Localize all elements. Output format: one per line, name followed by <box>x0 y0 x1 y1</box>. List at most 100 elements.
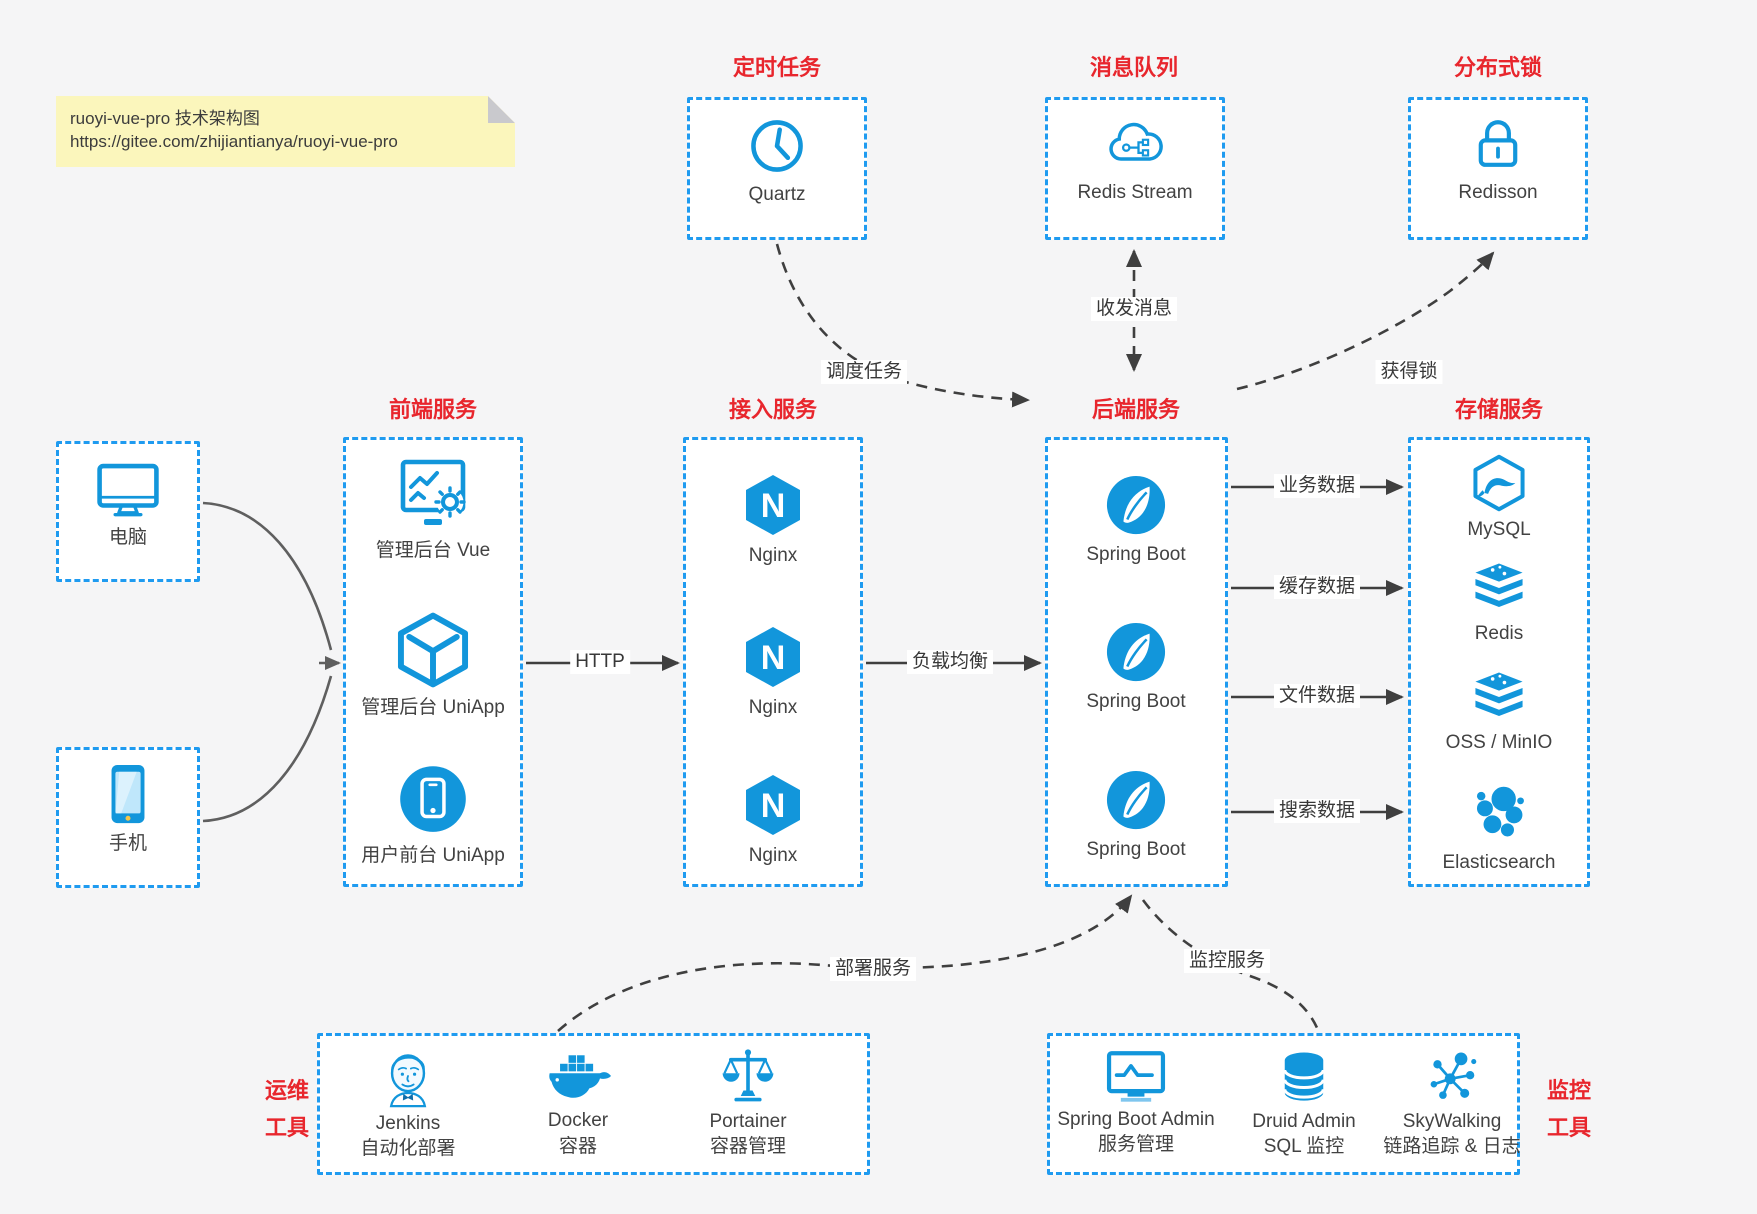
node-label: Elasticsearch <box>1442 852 1556 873</box>
edge-label-deploy: 部署服务 <box>829 957 917 981</box>
edge-label-search-data: 搜索数据 <box>1273 799 1361 823</box>
node-label: Redisson <box>1458 182 1538 203</box>
node-label: Redis Stream <box>1077 182 1193 203</box>
redis-stack-icon <box>1475 672 1523 717</box>
node-nginx-2: N Nginx <box>683 625 863 719</box>
skywalking-icon <box>1430 1052 1477 1099</box>
ops-tools-side-label-line2: 工具 <box>264 1115 309 1140</box>
node-label: Redis <box>1474 623 1524 644</box>
sticky-note: ruoyi-vue-pro 技术架构图 https://gitee.com/zh… <box>56 96 515 167</box>
node-admin-uniapp: 管理后台 UniApp <box>343 612 523 719</box>
svg-text:N: N <box>761 787 786 825</box>
node-spring-boot-1: Spring Boot <box>1046 474 1226 566</box>
node-elasticsearch: Elasticsearch <box>1409 783 1589 874</box>
tool-desc: 容器 <box>558 1136 597 1157</box>
redis-stream-panel <box>1045 97 1225 240</box>
monitor-tools-panel <box>1047 1033 1520 1175</box>
druid-icon <box>1283 1052 1325 1101</box>
tool-desc: 自动化部署 <box>360 1138 456 1159</box>
edge-phone-to-frontend <box>202 675 333 823</box>
tool-name: Docker <box>547 1110 609 1131</box>
smartphone-icon <box>111 764 145 824</box>
edge-label-business-data: 业务数据 <box>1273 474 1361 498</box>
tool-name: Portainer <box>709 1111 787 1132</box>
node-label: 用户前台 UniApp <box>361 845 505 866</box>
node-label: Nginx <box>748 845 798 866</box>
node-quartz: Quartz <box>687 117 867 206</box>
edge-label-monitor: 监控服务 <box>1183 949 1271 973</box>
monitor-tools-side-label-line2: 工具 <box>1546 1115 1591 1140</box>
tool-name: Spring Boot Admin <box>1057 1109 1215 1130</box>
ops-tools-side-label: 运维 工具 <box>256 1072 318 1146</box>
desktop-icon <box>97 463 159 517</box>
uniapp-cube-icon <box>397 612 469 688</box>
note-url: https://gitee.com/zhijiantianya/ruoyi-vu… <box>70 132 398 151</box>
node-nginx-1: N Nginx <box>683 473 863 567</box>
lock-icon <box>1478 120 1518 167</box>
mysql-icon <box>1473 454 1525 512</box>
note-title: ruoyi-vue-pro 技术架构图 <box>70 109 260 128</box>
spring-icon <box>1106 475 1166 535</box>
node-spring-boot-3: Spring Boot <box>1046 769 1226 861</box>
edge-label-schedule: 调度任务 <box>820 360 908 384</box>
node-label: Quartz <box>748 184 806 205</box>
group-title-message-queue: 消息队列 <box>1089 55 1179 80</box>
node-label: Spring Boot <box>1086 839 1186 860</box>
group-title-distributed-lock: 分布式锁 <box>1453 55 1543 80</box>
node-label: 管理后台 Vue <box>375 540 491 561</box>
ops-tools-side-label-line1: 运维 <box>264 1078 309 1103</box>
spring-icon <box>1106 770 1166 830</box>
tool-desc: 容器管理 <box>709 1136 786 1157</box>
node-portainer: Portainer 容器管理 <box>663 1046 833 1158</box>
tool-name: Druid Admin <box>1252 1111 1356 1132</box>
edge-lock <box>1236 251 1495 391</box>
nginx-icon: N <box>746 475 800 535</box>
edge-pc-to-frontend <box>202 501 333 651</box>
node-user-uniapp: 用户前台 UniApp <box>343 764 523 867</box>
node-spring-boot-admin: Spring Boot Admin 服务管理 <box>1046 1048 1226 1156</box>
node-label: Nginx <box>748 545 798 566</box>
edge-label-message: 收发消息 <box>1090 297 1178 321</box>
column-title-frontend: 前端服务 <box>388 397 478 422</box>
node-label: 手机 <box>108 833 147 854</box>
node-admin-vue: 管理后台 Vue <box>343 457 523 562</box>
tool-desc: SQL 监控 <box>1263 1136 1345 1157</box>
cloud-stream-icon <box>1109 122 1163 161</box>
node-phone: 手机 <box>56 762 200 855</box>
node-label: Spring Boot <box>1086 544 1186 565</box>
node-pc: 电脑 <box>56 458 200 549</box>
node-druid-admin: Druid Admin SQL 监控 <box>1219 1048 1389 1158</box>
elasticsearch-icon <box>1476 786 1524 837</box>
docker-icon <box>549 1055 612 1098</box>
tool-name: Jenkins <box>375 1113 441 1134</box>
node-nginx-3: N Nginx <box>683 773 863 867</box>
redis-stack-icon <box>1475 563 1523 608</box>
node-redisson: Redisson <box>1408 115 1588 204</box>
node-label: 电脑 <box>108 527 147 548</box>
spring-icon <box>1106 622 1166 682</box>
svg-text:N: N <box>761 639 786 677</box>
node-label: 管理后台 UniApp <box>361 697 505 718</box>
node-skywalking: SkyWalking 链路追踪 & 日志 <box>1367 1048 1537 1158</box>
column-title-storage: 存储服务 <box>1454 397 1544 422</box>
tool-name: SkyWalking <box>1402 1111 1502 1132</box>
svg-text:N: N <box>761 487 786 525</box>
node-label: Nginx <box>748 697 798 718</box>
edge-label-file-data: 文件数据 <box>1273 684 1361 708</box>
node-docker: Docker 容器 <box>493 1050 663 1158</box>
node-mysql: MySQL <box>1409 454 1589 541</box>
nginx-icon: N <box>746 627 800 687</box>
node-oss-minio: OSS / MinIO <box>1409 671 1589 754</box>
portainer-icon <box>722 1049 774 1102</box>
node-jenkins: Jenkins 自动化部署 <box>323 1046 493 1160</box>
note-fold <box>488 96 515 123</box>
sba-icon <box>1106 1051 1166 1102</box>
clock-icon <box>751 120 803 172</box>
node-redis: Redis <box>1409 562 1589 645</box>
monitor-tools-side-label-line1: 监控 <box>1546 1078 1591 1103</box>
jenkins-icon <box>389 1054 427 1108</box>
edge-label-lock: 获得锁 <box>1375 360 1443 384</box>
node-redis-stream: Redis Stream <box>1045 117 1225 204</box>
node-label: OSS / MinIO <box>1445 732 1553 753</box>
